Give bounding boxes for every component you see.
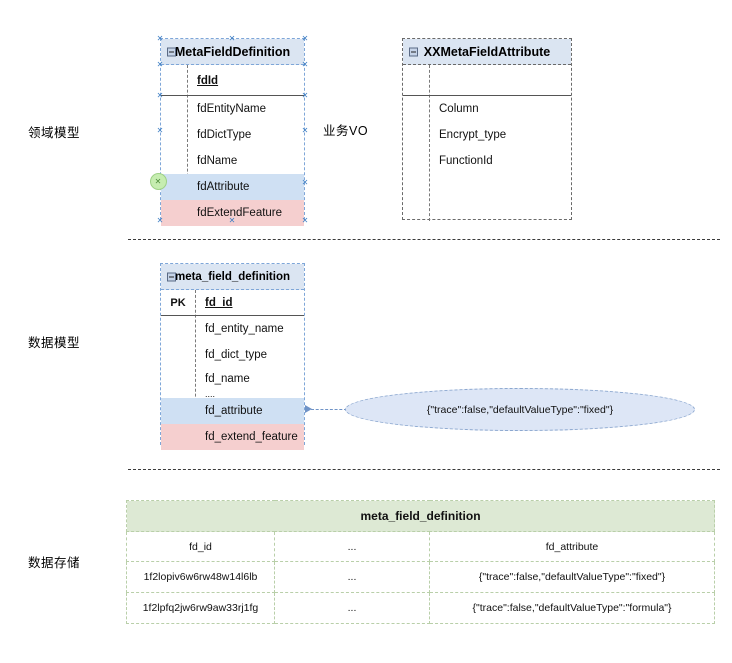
entity-title-label: meta_field_definition	[174, 270, 291, 283]
data-storage-table: meta_field_definition fd_id ... fd_attri…	[125, 500, 716, 624]
section-divider-bottom	[128, 469, 720, 470]
entity-row-highlighted-blue[interactable]: fd_attribute	[161, 398, 304, 424]
selection-handle-e-low[interactable]	[302, 127, 309, 134]
table-title-row: meta_field_definition	[125, 500, 716, 532]
pk-separator	[161, 95, 304, 96]
cell-ellipsis: ...	[274, 561, 430, 593]
selection-handle-w-low[interactable]	[157, 127, 164, 134]
attribute-name: fd_dict_type	[205, 349, 268, 361]
column-header-fd-attribute: fd_attribute	[428, 531, 716, 562]
section-divider-top	[128, 239, 720, 240]
entity-column-divider	[195, 290, 196, 446]
band-label-data-storage: 数据存储	[28, 556, 81, 570]
band-label-data-model: 数据模型	[28, 336, 81, 350]
pk-separator	[161, 315, 304, 316]
entity-header: meta_field_definition	[161, 264, 304, 290]
entity-body: PK fd_id fd_entity_name fd_dict_type fd_…	[161, 290, 304, 450]
entity-row-pk[interactable]: PK fd_id	[161, 290, 304, 316]
selection-handle-ne[interactable]	[302, 35, 309, 42]
attribute-name: fd_extend_feature	[205, 431, 298, 443]
entity-header: MetaFieldDefinition	[161, 39, 304, 65]
annotation-business-vo: 业务VO	[323, 124, 369, 138]
selection-handle-sw[interactable]	[157, 217, 164, 224]
attribute-name: fdId	[197, 74, 219, 87]
entity-header: XXMetaFieldAttribute	[403, 39, 571, 65]
entity-column-divider	[187, 65, 188, 221]
entity-row-highlighted-blue[interactable]: fdAttribute	[161, 174, 304, 200]
attribute-name: ....	[205, 389, 216, 399]
selection-handle-w-mid[interactable]	[157, 92, 164, 99]
attribute-name: FunctionId	[439, 155, 493, 167]
note-connector-line	[311, 409, 347, 410]
attribute-name: fdExtendFeature	[197, 207, 283, 219]
entity-xx-meta-field-attribute[interactable]: XXMetaFieldAttribute Column Encrypt_type…	[402, 38, 572, 221]
cell-fd-id: 1f2lpfq2jw6rw9aw33rj1fg	[126, 592, 275, 624]
selection-handle-e-top[interactable]	[302, 61, 309, 68]
column-header-fd-id: fd_id	[126, 531, 275, 562]
entity-body: Column Encrypt_type FunctionId	[403, 65, 571, 221]
connection-handle-green[interactable]	[149, 172, 167, 190]
table-title: meta_field_definition	[125, 500, 716, 532]
selection-handle-n[interactable]	[229, 35, 236, 42]
cell-fd-id: 1f2lopiv6w6rw48w14l6lb	[126, 561, 275, 593]
cell-fd-attribute: {"trace":false,"defaultValueType":"fixed…	[428, 561, 716, 593]
entity-row[interactable]: fd_dict_type	[161, 342, 304, 368]
entity-row[interactable]: fd_entity_name	[161, 316, 304, 342]
note-connector-arrowhead	[305, 405, 312, 413]
selection-handle-se[interactable]	[302, 217, 309, 224]
entity-row-highlighted-pink[interactable]: fd_extend_feature	[161, 424, 304, 450]
selection-handle-nw[interactable]	[157, 35, 164, 42]
entity-body: fdId fdEntityName fdDictType fdName fdAt…	[161, 65, 304, 226]
entity-title-label: XXMetaFieldAttribute	[423, 44, 551, 59]
entity-row[interactable]: fdName	[161, 148, 304, 174]
attribute-name: fdName	[197, 155, 238, 167]
selection-handle-e-bot[interactable]	[302, 179, 309, 186]
pk-marker: PK	[170, 297, 186, 309]
note-ellipse-fd-attribute: {"trace":false,"defaultValueType":"fixed…	[345, 388, 695, 431]
attribute-name: fd_id	[205, 297, 233, 309]
collapse-icon[interactable]	[167, 272, 176, 281]
cell-ellipsis: ...	[274, 592, 430, 624]
selection-handle-s[interactable]	[229, 217, 236, 224]
entity-row-ellipsis[interactable]: ....	[161, 389, 304, 399]
entity-row-pk[interactable]: fdId	[161, 65, 304, 96]
entity-row[interactable]: FunctionId	[403, 148, 571, 174]
table-row[interactable]: 1f2lopiv6w6rw48w14l6lb ... {"trace":fals…	[126, 561, 716, 593]
attribute-name: fdEntityName	[197, 103, 267, 115]
entity-row-pk[interactable]	[403, 65, 571, 96]
attribute-name: fdDictType	[197, 129, 252, 141]
selection-handle-e-mid[interactable]	[302, 92, 309, 99]
entity-row[interactable]: fdDictType	[161, 122, 304, 148]
entity-meta-field-definition-table[interactable]: meta_field_definition PK fd_id fd_entity…	[160, 263, 305, 450]
attribute-name: Encrypt_type	[439, 129, 507, 141]
entity-meta-field-definition[interactable]: MetaFieldDefinition fdId fdEntityName fd…	[160, 38, 305, 226]
entity-row[interactable]: fd_name	[161, 368, 304, 390]
attribute-name: Column	[439, 103, 479, 115]
column-header-ellipsis: ...	[274, 531, 430, 562]
attribute-name: fd_name	[205, 373, 250, 385]
collapse-icon[interactable]	[167, 47, 176, 56]
attribute-name: fdAttribute	[197, 181, 250, 193]
entity-column-divider	[429, 65, 430, 221]
entity-row[interactable]: Column	[403, 96, 571, 122]
collapse-icon[interactable]	[409, 47, 418, 56]
table-row[interactable]: 1f2lpfq2jw6rw9aw33rj1fg ... {"trace":fal…	[126, 592, 716, 624]
entity-row[interactable]: fdEntityName	[161, 96, 304, 122]
attribute-name: fd_entity_name	[205, 323, 284, 335]
table-header-row: fd_id ... fd_attribute	[126, 531, 716, 562]
entity-row[interactable]: Encrypt_type	[403, 122, 571, 148]
entity-title-label: MetaFieldDefinition	[174, 44, 291, 59]
selection-handle-w-top[interactable]	[157, 61, 164, 68]
band-label-domain-model: 领域模型	[28, 126, 81, 140]
cell-fd-attribute: {"trace":false,"defaultValueType":"formu…	[428, 592, 716, 624]
pk-separator	[403, 95, 571, 96]
attribute-name: fd_attribute	[205, 405, 263, 417]
